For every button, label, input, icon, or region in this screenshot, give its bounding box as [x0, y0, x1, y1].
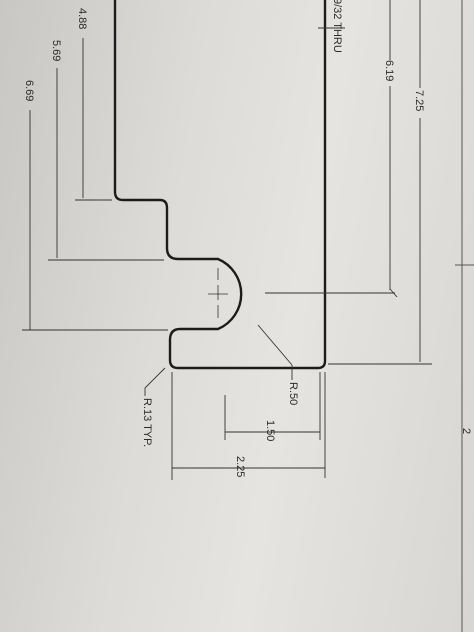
arrow-mark [389, 288, 398, 298]
radius-small-label: R.13 TYP. [141, 398, 153, 447]
leader-r13 [144, 367, 166, 389]
radius-large-label: R.50 [287, 382, 299, 405]
dim-text-725: 7.25 [413, 90, 425, 111]
leader-r50 [257, 324, 293, 366]
page-number: 2 [460, 428, 472, 434]
part-outline [113, 0, 327, 370]
hole-note: 9/32 THRU [331, 0, 343, 53]
dim-text-488: 4.88 [76, 8, 88, 29]
dim-text-150: 1.50 [264, 420, 276, 441]
dim-text-569: 5.69 [50, 40, 62, 61]
dim-text-669: 6.69 [23, 80, 35, 101]
dim-text-225: 2.25 [234, 456, 246, 477]
dim-text-619: 6.19 [383, 60, 395, 81]
